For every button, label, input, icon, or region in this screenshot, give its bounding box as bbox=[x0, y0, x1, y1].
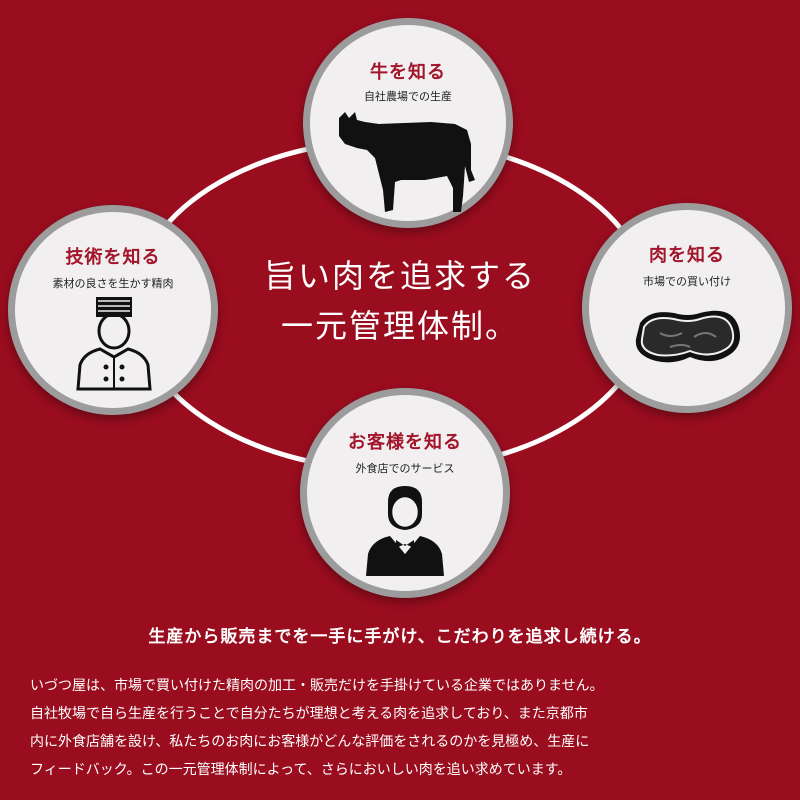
center-title-line2: 一元管理体制。 bbox=[280, 307, 519, 345]
center-title-line1: 旨い肉を追求する bbox=[263, 257, 536, 295]
circle-know-cattle: 牛を知る 自社農場での生産 bbox=[303, 18, 513, 228]
circle-subtitle: 外食店でのサービス bbox=[355, 462, 455, 475]
body-line: いづつ屋は、市場で買い付けた精肉の加工・販売だけを手掛けている企業ではありません… bbox=[30, 678, 604, 694]
chef-icon bbox=[76, 297, 152, 391]
body-line: 自社牧場で自ら生産を行うことで自分たちが理想と考える肉を追求しており、また京都市 bbox=[30, 706, 588, 722]
circle-know-technique: 技術を知る 素材の良さを生かす精肉 bbox=[8, 205, 218, 415]
body-line: 内に外食店舗を設け、私たちのお肉にお客様がどんな評価をされるのかを見極め、生産に bbox=[30, 734, 590, 750]
headline: 生産から販売までを一手に手がけ、こだわりを追求し続ける。 bbox=[148, 627, 652, 647]
circle-subtitle: 市場での買い付け bbox=[643, 275, 731, 288]
circle-title: 技術を知る bbox=[65, 247, 161, 268]
circle-know-meat: 肉を知る 市場での買い付け bbox=[582, 203, 792, 413]
steak-icon bbox=[635, 310, 740, 363]
circle-title: お客様を知る bbox=[348, 432, 462, 453]
circle-subtitle: 自社農場での生産 bbox=[364, 90, 452, 103]
circle-know-customers: お客様を知る 外食店でのサービス bbox=[300, 388, 510, 598]
waiter-icon bbox=[366, 486, 444, 576]
circle-title: 肉を知る bbox=[649, 245, 725, 266]
cow-icon bbox=[339, 112, 475, 212]
body-text: いづつ屋は、市場で買い付けた精肉の加工・販売だけを手掛けている企業ではありません… bbox=[30, 672, 770, 784]
circle-title: 牛を知る bbox=[370, 62, 446, 83]
circle-subtitle: 素材の良さを生かす精肉 bbox=[52, 277, 174, 290]
body-line: フィードバック。この一元管理体制によって、さらにおいしい肉を追い求めています。 bbox=[30, 762, 572, 778]
